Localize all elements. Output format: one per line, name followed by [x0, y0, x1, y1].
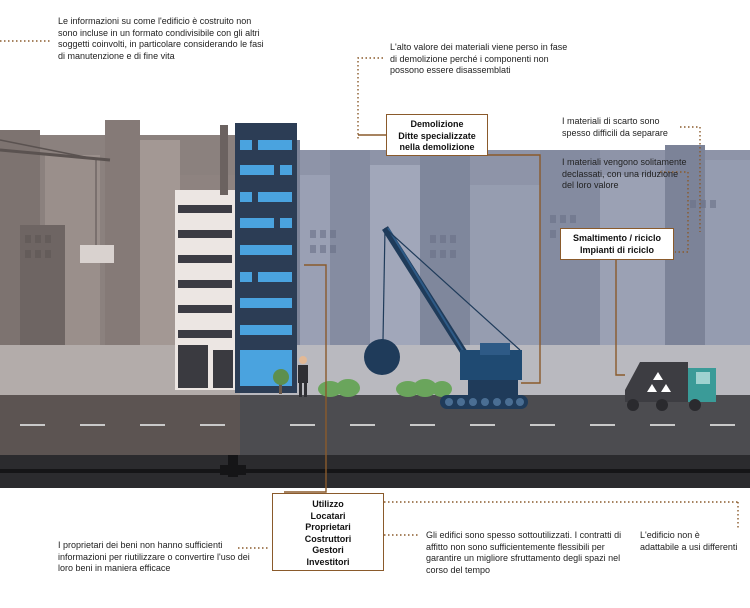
note-owners-info: I proprietari dei beni non hanno suffici…	[58, 540, 250, 573]
recycling-label-2: Impianti di riciclo	[579, 244, 654, 255]
note-underused: Gli edifici sono spesso sottoutilizzati.…	[426, 530, 622, 575]
demolition-crane	[364, 226, 528, 409]
tree	[273, 369, 289, 394]
note-not-adaptable: L'edificio non è adattabile a usi differ…	[640, 530, 738, 552]
recycle-icon	[647, 372, 671, 392]
note-downcycling: I materiali vengono solitamente declassa…	[562, 157, 687, 190]
usage-label-5: Gestori	[312, 545, 344, 555]
tower-crane	[0, 139, 114, 263]
usage-label-3: Proprietari	[305, 522, 351, 532]
recycling-label-1: Smaltimento / riciclo	[572, 233, 662, 243]
hedge	[318, 379, 452, 397]
connectors	[0, 40, 740, 549]
demolition-label-3: nella demolizione	[399, 142, 475, 152]
garbage-truck	[625, 362, 716, 411]
box-recycling: Smaltimento / riciclo Impianti di ricicl…	[560, 228, 674, 260]
usage-label-2: Locatari	[310, 510, 346, 521]
note-scrap-separation: I materiali di scarto sono spesso diffic…	[562, 116, 668, 138]
person	[298, 356, 308, 397]
office-building	[175, 123, 297, 393]
demolition-label-1: Demolizione	[410, 119, 464, 129]
box-usage: Utilizzo Locatari Proprietari Costruttor…	[272, 493, 384, 571]
note-demolition-materials: L'alto valore dei materiali viene perso …	[390, 42, 568, 75]
usage-label-1: Utilizzo	[312, 499, 344, 509]
demolition-label-2: Ditte specializzate	[398, 130, 476, 141]
usage-label-6: Investitori	[306, 556, 350, 567]
note-building-info: Le informazioni su come l'edificio è cos…	[58, 16, 264, 61]
box-demolition: Demolizione Ditte specializzate nella de…	[386, 114, 488, 156]
usage-label-4: Costruttori	[304, 533, 352, 544]
